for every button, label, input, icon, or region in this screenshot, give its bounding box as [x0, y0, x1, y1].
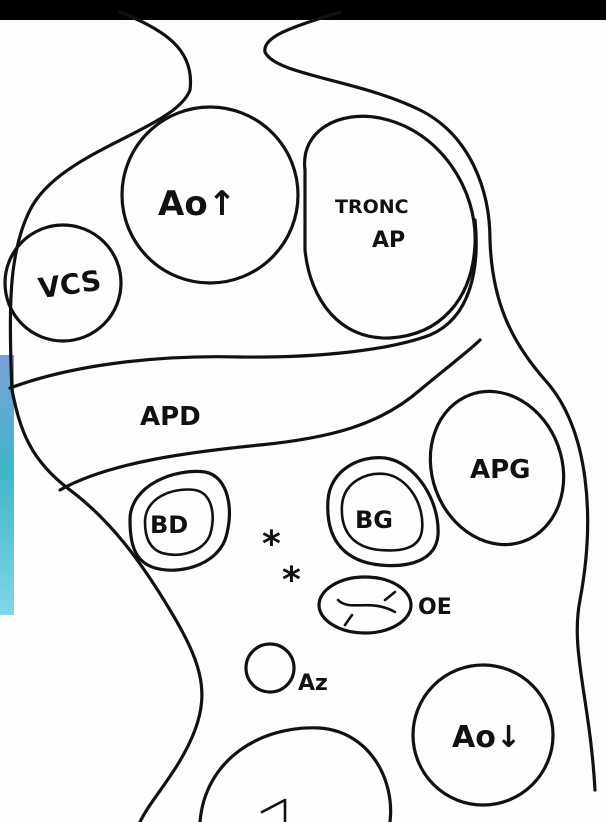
ao-down-label: Ao↓ [452, 720, 521, 755]
tronc-label-line1: TRONC [335, 196, 409, 218]
lower-structure-mark [262, 800, 285, 822]
lower-structure-outline [200, 728, 391, 822]
apg-label: APG [470, 455, 531, 485]
upper-compartment-boundary [10, 220, 476, 388]
tronc-label-line2: AP [372, 228, 405, 253]
oe-lumen-mark [338, 592, 395, 625]
apd-label: APD [140, 402, 201, 432]
bd-label: BD [150, 511, 188, 539]
az-circle [246, 644, 294, 692]
oe-label: OE [418, 595, 452, 620]
vcs-label: VCS [36, 264, 103, 305]
star-marker-lower: * [282, 560, 301, 601]
bg-label: BG [355, 506, 393, 534]
ao-up-label: Ao↑ [158, 184, 236, 224]
az-label: Az [298, 671, 328, 696]
star-marker-upper: * [262, 524, 281, 565]
